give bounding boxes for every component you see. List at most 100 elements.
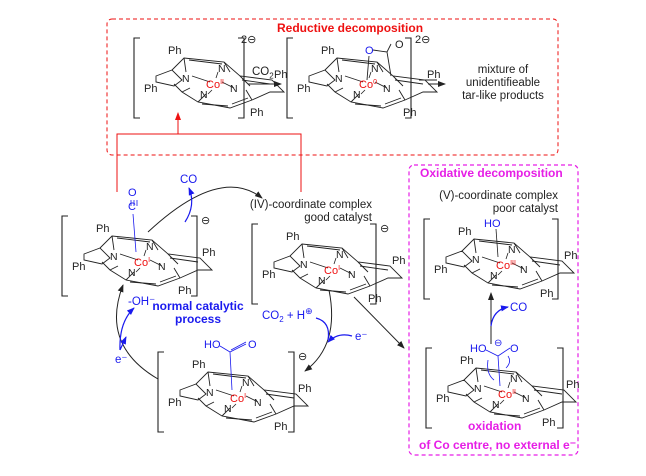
- phenyl-label: Ph: [274, 69, 287, 81]
- oxidation-state: I: [244, 393, 246, 400]
- nitrogen-label: N: [522, 393, 530, 405]
- porphyrin-bond-3: [478, 240, 561, 288]
- iv-coordinate-label: (IV)-coordinate complex good catalyst: [232, 199, 372, 225]
- co-n-bonds: [344, 71, 388, 95]
- nitrogen-label: N: [224, 403, 232, 415]
- co2-proton-label: CO2 + H⊕: [262, 306, 313, 325]
- bracket-right: [552, 218, 559, 300]
- bracket-left: [286, 37, 293, 119]
- nitrogen-label: N: [218, 63, 226, 75]
- carboxyl-bond: [219, 341, 247, 391]
- electron-right-arrow: [327, 334, 353, 343]
- porphyrin-bond-2: [109, 235, 181, 281]
- nitrogen-label: N: [318, 275, 326, 287]
- bracket-left: [61, 215, 68, 297]
- negative-charge-label: ⊖: [494, 338, 502, 349]
- bracket-left: [425, 347, 432, 429]
- normal-cycle-line-1: normal catalytic: [152, 299, 244, 313]
- phenyl-label: Ph: [168, 45, 181, 57]
- cycle-arc-top: [147, 186, 263, 233]
- porphyrin-bond-2: [473, 367, 545, 413]
- oxidation-state: II: [220, 79, 224, 86]
- porphyrin-bond-2: [181, 57, 253, 103]
- phenyl-label: Ph: [72, 261, 85, 273]
- hydroxyl-label: HO: [204, 339, 221, 351]
- cobalt-label: CoI: [230, 393, 246, 405]
- nitrogen-label: N: [158, 261, 166, 273]
- dianion-charge-b: 2⊖: [415, 34, 431, 46]
- oxidation-state: I: [148, 257, 150, 264]
- cobalt-label: CoII: [498, 389, 516, 401]
- nitrogen-label: N: [353, 89, 361, 101]
- nitrogen-label: N: [146, 241, 154, 253]
- electron-left-arrow: [119, 336, 127, 351]
- reductive-connector-line: [116, 133, 302, 192]
- porphyrin-bond-0: [99, 235, 214, 287]
- co-n-bonds: [215, 385, 259, 409]
- hydroxyl-label: HO: [470, 343, 487, 355]
- porphyrin-bond-1: [447, 379, 475, 397]
- bracket-right: [288, 351, 295, 433]
- reductive-box-frame: [106, 18, 559, 156]
- phenyl-label: Ph: [178, 285, 191, 297]
- phenyl-label: Ph: [262, 269, 275, 281]
- nitrogen-label: N: [182, 73, 190, 85]
- nitrogen-label: N: [300, 259, 308, 271]
- bracket-right: [191, 215, 198, 297]
- electron-push-arrows: [485, 347, 511, 387]
- cobalt-label: CoI: [134, 257, 150, 269]
- nitrogen-label: N: [254, 397, 262, 409]
- phenyl-label: Ph: [436, 393, 449, 405]
- iv-coordinate-line-1: (IV)-coordinate complex: [249, 199, 372, 211]
- co-n-bonds: [191, 71, 235, 95]
- porphyrin-bond-1: [83, 247, 111, 265]
- porphyrin-bond-3: [116, 237, 199, 285]
- porphyrin-bond-1: [273, 255, 301, 273]
- porphyrin-bond-1: [445, 250, 473, 268]
- nitrogen-label: N: [371, 63, 379, 75]
- nitrogen-label: N: [474, 383, 482, 395]
- phenyl-label: Ph: [434, 264, 447, 276]
- tar-products-label: mixture of unidentifieable tar-like prod…: [448, 64, 558, 103]
- nitrogen-label: N: [510, 373, 518, 385]
- oxidative-box-frame: [408, 164, 579, 456]
- normal-cycle-label: normal catalytic process: [148, 300, 248, 326]
- co-ligand-bond: [130, 200, 138, 253]
- nitrogen-label: N: [110, 251, 118, 263]
- porphyrin-bond-2: [334, 57, 406, 103]
- hydroxide-ligand-label: HO: [484, 218, 501, 230]
- porphyrin-bond-1: [179, 383, 207, 401]
- nitrogen-label: N: [128, 267, 136, 279]
- porphyrin-bond-3: [188, 59, 271, 107]
- porphyrin-bond-0: [289, 243, 404, 295]
- co-n-bonds: [481, 252, 525, 276]
- nitrogen-label: N: [230, 83, 238, 95]
- nitrogen-label: N: [383, 83, 391, 95]
- hydroxide-label: -OH⁻: [128, 296, 156, 308]
- phenyl-label: Ph: [458, 226, 471, 238]
- porphyrin-bond-2: [299, 243, 371, 289]
- nitrogen-label: N: [520, 264, 528, 276]
- phenyl-label: Ph: [566, 379, 579, 391]
- normal-cycle-line-2: process: [174, 312, 222, 326]
- porphyrin-bond-1: [155, 69, 183, 87]
- phenyl-label: Ph: [427, 69, 440, 81]
- dianion-charge-a: 2⊖: [241, 34, 257, 46]
- phenyl-label: Ph: [460, 355, 473, 367]
- product-line-1: mixture of: [477, 64, 529, 76]
- porphyrin-bond-2: [471, 238, 543, 284]
- hydroxide-release-arrow: [119, 307, 135, 351]
- phenyl-label: Ph: [202, 247, 215, 259]
- porphyrin-bond-3: [212, 373, 295, 421]
- co-loss-arrow: [490, 305, 509, 327]
- nitrogen-label: N: [335, 73, 343, 85]
- porphyrin-bond-0: [461, 238, 576, 290]
- lactone-bonds: [366, 43, 392, 81]
- nitrogen-label: N: [508, 244, 516, 256]
